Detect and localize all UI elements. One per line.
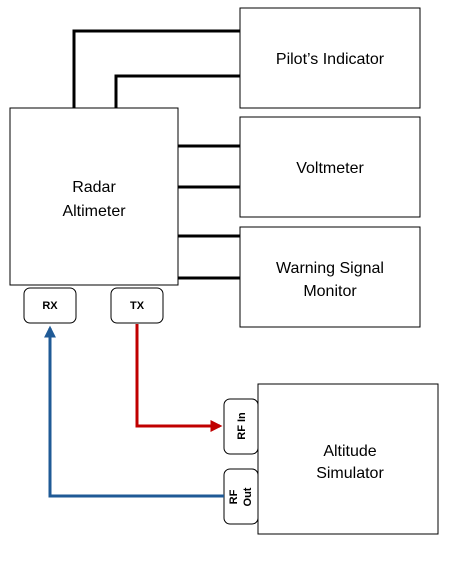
radar-altimeter-box xyxy=(9,107,179,286)
wires xyxy=(72,29,240,280)
warning-signal-monitor-block: Warning Signal Monitor xyxy=(239,226,421,328)
pilots-indicator-block: Pilot’s Indicator xyxy=(239,7,421,109)
rf-in-port-label: RF In xyxy=(236,412,248,440)
rf-out-to-rx-arrow xyxy=(44,325,224,498)
altitude-simulator-label-line2: Simulator xyxy=(316,465,384,482)
radar-altimeter-label-line2: Altimeter xyxy=(62,203,126,220)
altitude-simulator-box xyxy=(257,383,439,535)
rf-in-port: RF In xyxy=(223,398,259,455)
wire-altimeter-to-pilots-indicator-1 xyxy=(72,29,240,108)
rx-port: RX xyxy=(23,287,77,324)
radar-altimeter-block: Radar Altimeter xyxy=(9,107,179,286)
rf-out-port-label-line2: Out xyxy=(242,487,254,506)
warning-signal-monitor-label-line1: Warning Signal xyxy=(276,260,384,277)
warning-signal-monitor-label-line2: Monitor xyxy=(303,283,357,300)
voltmeter-label: Voltmeter xyxy=(296,160,364,177)
pilots-indicator-box xyxy=(239,7,421,109)
rf-out-port: RF Out xyxy=(223,468,259,525)
voltmeter-block: Voltmeter xyxy=(239,116,421,218)
rx-port-box xyxy=(23,287,77,324)
tx-port-label: TX xyxy=(130,300,145,312)
wire-altimeter-to-pilots-indicator-2 xyxy=(114,74,240,108)
altitude-simulator-block: Altitude Simulator xyxy=(257,383,439,535)
rf-out-port-label-line1: RF xyxy=(228,489,240,504)
pilots-indicator-label: Pilot’s Indicator xyxy=(276,51,385,68)
tx-to-rf-in-arrow xyxy=(135,324,223,432)
altitude-simulator-label-line1: Altitude xyxy=(323,443,376,460)
tx-port: TX xyxy=(110,287,164,324)
rf-in-port-box xyxy=(223,398,259,455)
warning-signal-monitor-box xyxy=(239,226,421,328)
radar-altimeter-label-line1: Radar xyxy=(72,179,116,196)
voltmeter-box xyxy=(239,116,421,218)
rx-port-label: RX xyxy=(42,300,58,312)
tx-port-box xyxy=(110,287,164,324)
